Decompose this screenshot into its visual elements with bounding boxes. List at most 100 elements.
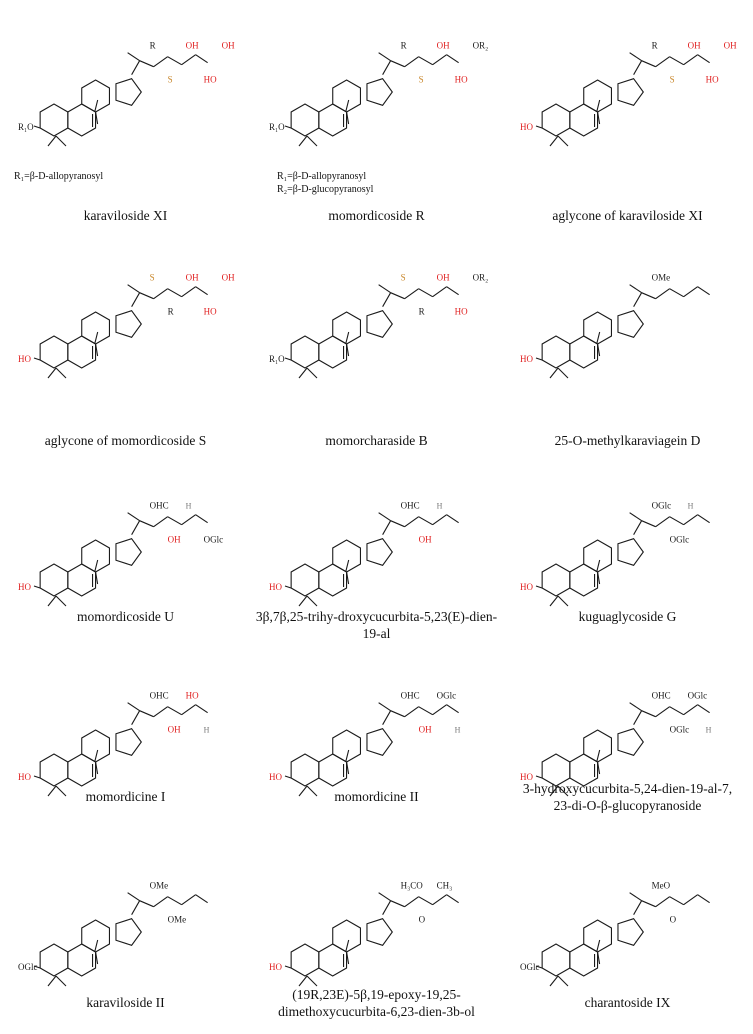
methyl-line [345,749,350,763]
chain-bond-line [697,514,710,524]
ring-b [67,943,97,977]
methyl-line [47,595,57,607]
methyl-line [47,975,57,987]
chain-bond-line [382,710,392,725]
ring-d [617,918,644,946]
methyl-line [596,559,601,573]
chain-bond-line [390,520,405,528]
methyl-line [306,975,318,987]
chain-bond-line [131,60,141,75]
methyl-line [95,951,99,965]
chain-label: S [419,75,424,85]
c3-substituent-label: HO [18,582,31,592]
chain-bond-line [195,894,208,904]
chain-bond-line [669,706,684,716]
c3-bond-line [284,775,292,779]
methyl-line [557,135,569,147]
substituent-note: R₂=β-D-glucopyranosyl [277,184,374,195]
side-chain: OMe [629,273,710,307]
chain-bond-line [139,520,154,528]
chain-bond-line [633,60,643,75]
methyl-line [55,975,67,987]
chain-bond-line [655,706,670,718]
ring-c [583,539,613,573]
chain-bond-line [641,710,656,718]
chain-bond-line [167,56,182,66]
compound-name: kuguaglycoside G [578,609,677,624]
chain-bond-line [404,896,419,908]
compound-name: 3β,7β,25-trihy-droxycucurbita-5,23(E)-di… [255,609,498,641]
chain-bond-line [382,900,392,915]
chain-label: OH [419,535,432,545]
methyl-line [306,367,318,379]
chain-label: S [401,273,406,283]
ring-a [39,943,69,977]
methyl-line [596,939,601,953]
chain-label: OGlc [670,535,690,545]
methyl-line [306,785,318,797]
c3-bond-line [33,775,41,779]
chain-bond-line [669,288,684,298]
methyl-line [95,343,99,357]
chain-label: R [150,41,156,51]
chain-bond-line [432,514,447,526]
ring-c [81,311,111,345]
chain-label: H [186,502,192,511]
chain-label: OH [437,41,450,51]
methyl-line [55,785,67,797]
chain-label: O [670,915,677,925]
chain-bond-line [683,514,698,526]
chain-bond-line [404,516,419,528]
chain-label: HO [706,75,719,85]
methyl-line [47,135,57,147]
chain-bond-line [139,292,154,300]
chain-bond-line [153,516,168,528]
chain-bond-line [139,710,154,718]
chain-bond-line [633,520,643,535]
chain-bond-line [683,54,698,66]
methyl-line [47,785,57,797]
chain-bond-line [446,514,459,524]
c3-bond-line [33,965,41,969]
c3-bond-line [33,125,41,129]
compound-name: aglycone of momordicoside S [44,433,207,448]
chain-bond-line [641,60,656,68]
chain-bond-line [181,704,196,716]
c3-substituent-label: HO [520,354,533,364]
c3-substituent-label: HO [18,354,31,364]
chain-label: HO [204,307,217,317]
chain-bond-line [669,516,684,526]
chain-label: H [706,726,712,735]
ring-c [81,919,111,953]
methyl-line [298,785,308,797]
c3-substituent-label: HO [269,772,282,782]
chain-bond-line [655,56,670,68]
chain-label: OH [186,273,199,283]
ring-c [583,79,613,113]
chain-bond-line [697,286,710,296]
c3-substituent-label: R₁O [269,354,285,364]
chain-bond-line [432,704,447,716]
c3-substituent-label: HO [269,962,282,972]
methyl-line [298,367,308,379]
c3-bond-line [284,125,292,129]
chain-bond-line [432,54,447,66]
